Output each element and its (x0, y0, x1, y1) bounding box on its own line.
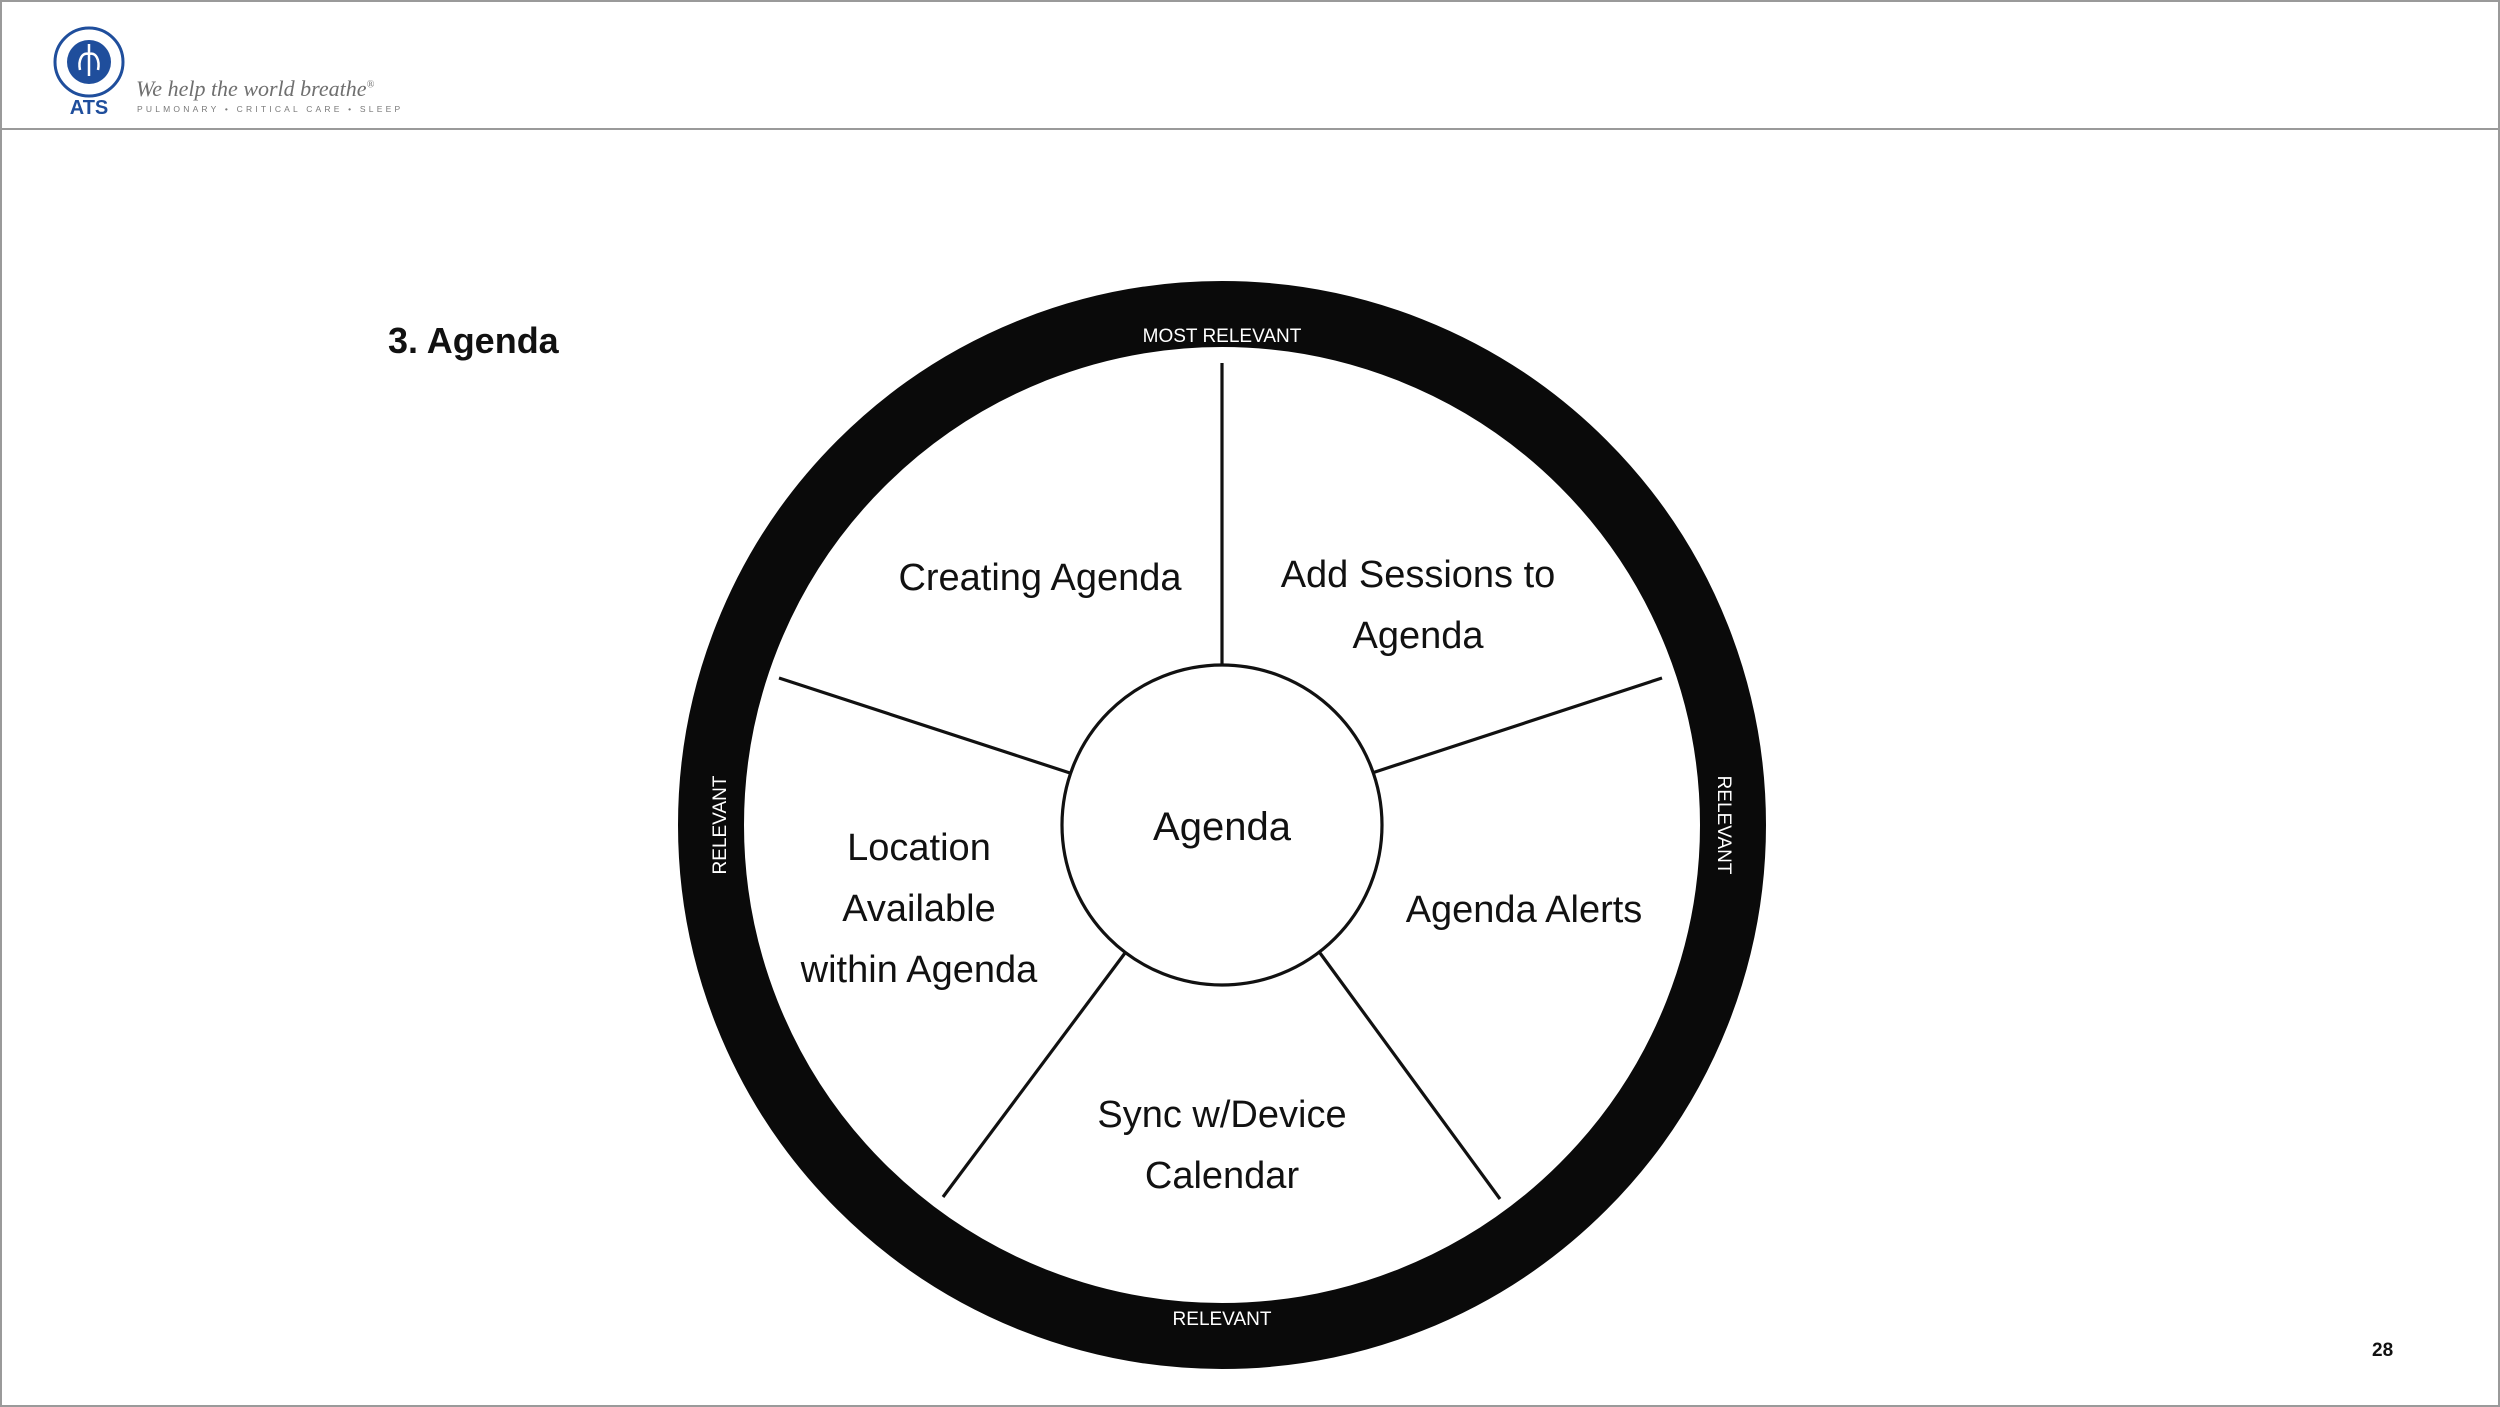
section-title: 3. Agenda (388, 320, 559, 361)
tagline: We help the world breathe® (136, 76, 375, 101)
segment-sync-line2: Calendar (1145, 1155, 1300, 1197)
segment-add-sessions-line2: Agenda (1352, 615, 1484, 657)
ring-label-left: RELEVANT (710, 775, 731, 874)
ring-label-bottom: RELEVANT (1173, 1309, 1272, 1330)
ats-wordmark: ATS (70, 97, 109, 118)
tagline-subline: PULMONARY • CRITICAL CARE • SLEEP (137, 104, 404, 114)
ring-label-top: MOST RELEVANT (1143, 326, 1302, 347)
segment-agenda-alerts: Agenda Alerts (1406, 889, 1643, 931)
segment-add-sessions-line1: Add Sessions to (1281, 554, 1556, 596)
divider-upper-left (778, 676, 1071, 775)
ring-label-right: RELEVANT (1713, 776, 1734, 875)
segment-dividers (778, 363, 1663, 1200)
segment-sync-line1: Sync w/Device (1097, 1094, 1346, 1136)
center-circle (1060, 663, 1384, 987)
divider-lower-left (941, 952, 1127, 1198)
segment-location-line2: Available (842, 888, 996, 930)
segment-location-line3: within Agenda (800, 949, 1038, 991)
ats-logo: ATS (53, 26, 125, 118)
page-number: 28 (2372, 1340, 2394, 1361)
divider-upper-right (1371, 676, 1663, 775)
divider-lower-right (1318, 952, 1502, 1200)
center-label: Agenda (1153, 805, 1292, 849)
outer-ring (678, 281, 1766, 1369)
slide-header: ATS We help the world breathe® PULMONARY… (2, 2, 2498, 130)
segment-location-line1: Location (847, 827, 991, 869)
segment-creating-agenda: Creating Agenda (898, 557, 1182, 599)
